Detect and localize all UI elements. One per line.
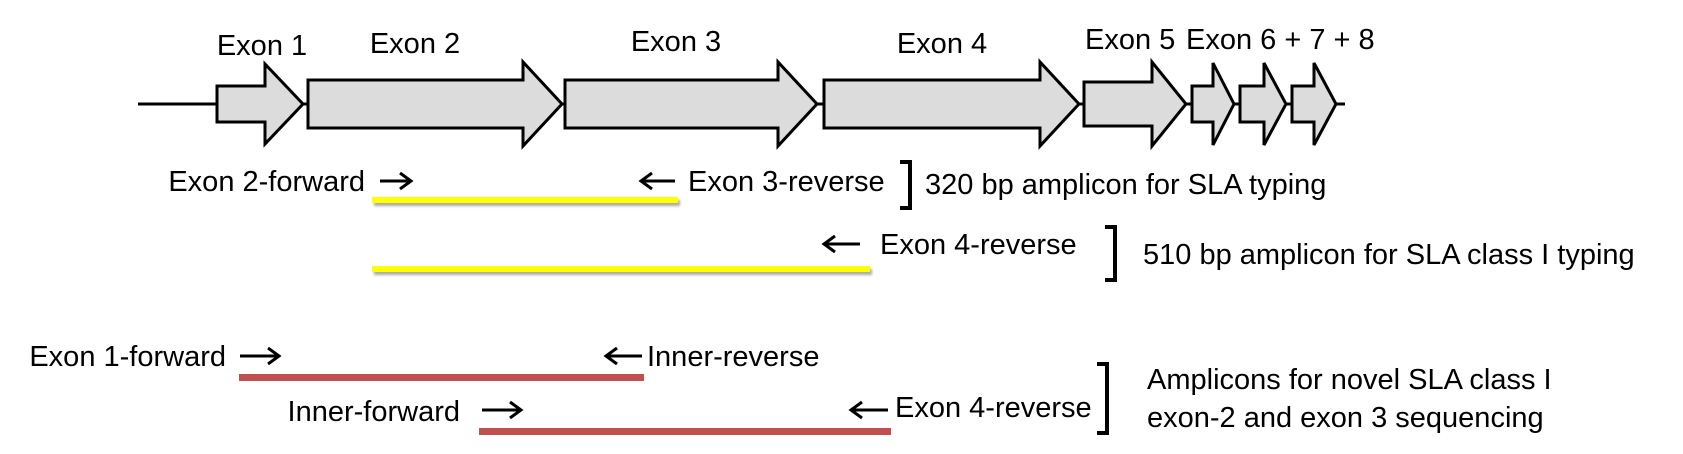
reverse-arrow-icon bbox=[848, 400, 888, 420]
reverse-arrow-icon bbox=[821, 234, 860, 254]
primer-inner-forward-label: Inner-forward bbox=[288, 396, 460, 428]
exon-678-label: Exon 6 + 7 + 8 bbox=[1186, 24, 1375, 56]
primer-exon2-forward-label: Exon 2-forward bbox=[168, 166, 365, 198]
exon-3-label: Exon 3 bbox=[631, 26, 721, 58]
primer-exon4-reverse-label: Exon 4-reverse bbox=[880, 229, 1077, 261]
exon-4-label: Exon 4 bbox=[897, 28, 987, 60]
exon-5-arrow bbox=[1082, 57, 1188, 151]
bracket-510 bbox=[1105, 225, 1117, 282]
bracket-sequencing bbox=[1097, 362, 1109, 435]
bracket-320 bbox=[900, 160, 912, 210]
amplicon-510-bar bbox=[372, 266, 870, 272]
amplicon-320-bar bbox=[372, 197, 678, 203]
exon-8-arrow bbox=[1290, 62, 1338, 146]
sequencing-amplicons-group: Exon 1-forward Inner-reverse Inner-forwa… bbox=[29, 341, 1552, 435]
amplicon-510-group: Exon 4-reverse 510 bp amplicon for SLA c… bbox=[372, 225, 1635, 282]
reverse-arrow-icon bbox=[603, 346, 642, 366]
forward-arrow-icon bbox=[240, 346, 282, 366]
exon-1-label: Exon 1 bbox=[217, 30, 307, 62]
exon-2-arrow bbox=[306, 58, 565, 150]
forward-arrow-icon bbox=[482, 400, 524, 420]
amplicon-320-group: Exon 2-forward Exon 3-reverse 320 bp amp… bbox=[168, 160, 1326, 210]
amplicon-510-label: 510 bp amplicon for SLA class I typing bbox=[1143, 239, 1635, 271]
exon-1-arrow bbox=[215, 60, 306, 148]
primer-exon1-forward-label: Exon 1-forward bbox=[29, 341, 226, 373]
reverse-arrow-icon bbox=[638, 171, 675, 191]
amplicon-inner-exon4-bar bbox=[479, 428, 891, 435]
exon-4-arrow bbox=[822, 58, 1082, 150]
forward-arrow-icon bbox=[380, 171, 414, 191]
amplicon-exon1-inner-bar bbox=[239, 374, 644, 381]
exon-5-label: Exon 5 bbox=[1085, 24, 1175, 56]
exon-2-label: Exon 2 bbox=[370, 28, 460, 60]
exon-7-arrow bbox=[1238, 62, 1288, 146]
exon-3-arrow bbox=[563, 58, 820, 150]
primer-exon3-reverse-label: Exon 3-reverse bbox=[688, 166, 885, 198]
sequencing-amplicons-label-line2: exon-2 and exon 3 sequencing bbox=[1147, 402, 1544, 434]
gene-structure: Exon 1 Exon 2 Exon 3 Exon 4 Exon 5 Exon … bbox=[138, 24, 1375, 151]
exon-6-arrow bbox=[1190, 62, 1236, 146]
primer-exon4-reverse-label: Exon 4-reverse bbox=[895, 392, 1092, 424]
primer-inner-reverse-label: Inner-reverse bbox=[647, 341, 819, 373]
sequencing-amplicons-label-line1: Amplicons for novel SLA class I bbox=[1147, 364, 1552, 396]
amplicon-320-label: 320 bp amplicon for SLA typing bbox=[925, 169, 1326, 201]
